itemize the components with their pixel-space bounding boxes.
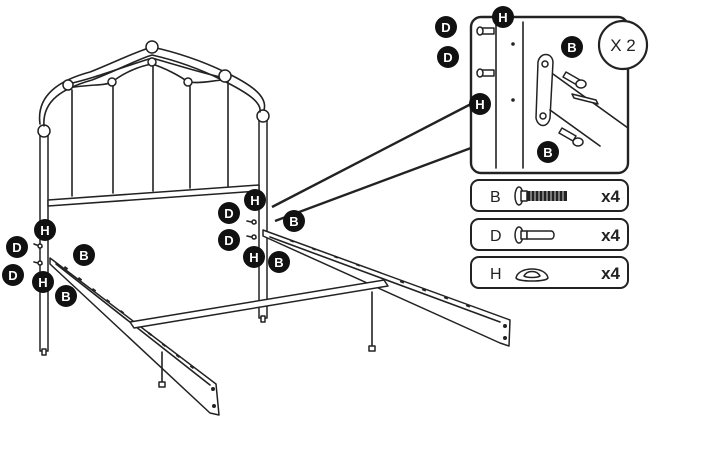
dowel-pin-icon: [514, 226, 555, 244]
badge-h: H: [243, 246, 265, 268]
headboard: [37, 40, 270, 356]
svg-text:B: B: [289, 214, 298, 229]
multiplier-badge: [597, 19, 649, 71]
badge-b: B: [561, 36, 583, 58]
badge-b: B: [55, 285, 77, 307]
parts-list: B x4 D: [470, 179, 629, 289]
badge-d: D: [218, 229, 240, 251]
svg-text:B: B: [567, 40, 576, 55]
post-hardware: [33, 219, 257, 266]
badge-d: D: [218, 202, 240, 224]
svg-text:D: D: [441, 20, 450, 35]
svg-text:D: D: [443, 50, 452, 65]
part-letter: D: [490, 228, 502, 245]
svg-text:H: H: [249, 250, 258, 265]
svg-text:D: D: [224, 206, 233, 221]
svg-text:B: B: [274, 255, 283, 270]
detail-callout: X 2: [469, 15, 649, 175]
bolt-icon: [514, 186, 567, 206]
part-row-hook: H x4: [470, 256, 629, 289]
right-post-finial: [256, 109, 270, 123]
svg-text:D: D: [12, 240, 21, 255]
badge-d: D: [437, 46, 459, 68]
badge-b: B: [283, 210, 305, 232]
badge-b: B: [537, 141, 559, 163]
badge-h: H: [34, 219, 56, 241]
badge-h: H: [469, 93, 491, 115]
svg-text:B: B: [79, 248, 88, 263]
label-badges: H D D B H B H D B D H B H D D H B B: [2, 6, 583, 307]
svg-text:H: H: [475, 97, 484, 112]
center-crossbar: [129, 279, 389, 329]
part-quantity: x4: [601, 264, 620, 283]
badge-d: D: [435, 16, 457, 38]
badge-h: H: [244, 189, 266, 211]
badge-h: H: [492, 6, 514, 28]
side-rails: [49, 229, 511, 416]
badge-d: D: [2, 264, 24, 286]
badge-d: D: [6, 236, 28, 258]
svg-text:H: H: [38, 275, 47, 290]
part-row-dowel: D x4: [470, 218, 629, 251]
badge-b: B: [73, 244, 95, 266]
hook-clip-icon: [515, 268, 549, 282]
part-letter: H: [490, 266, 502, 283]
part-letter: B: [490, 189, 501, 206]
svg-text:H: H: [498, 10, 507, 25]
right-post: [258, 117, 268, 319]
right-side-rail: [262, 229, 511, 347]
part-row-bolt: B x4: [470, 179, 629, 212]
left-side-rail: [49, 257, 220, 416]
svg-text:H: H: [250, 193, 259, 208]
svg-text:D: D: [8, 268, 17, 283]
badge-b: B: [268, 251, 290, 273]
left-post: [39, 132, 49, 352]
svg-text:D: D: [224, 233, 233, 248]
svg-text:B: B: [61, 289, 70, 304]
callout-leader: [271, 102, 472, 223]
svg-text:H: H: [40, 223, 49, 238]
part-quantity: x4: [601, 187, 620, 206]
svg-text:B: B: [543, 145, 552, 160]
multiplier-text: X 2: [610, 36, 636, 55]
part-quantity: x4: [601, 226, 620, 245]
hook-plate: [535, 53, 554, 127]
badge-h: H: [32, 271, 54, 293]
